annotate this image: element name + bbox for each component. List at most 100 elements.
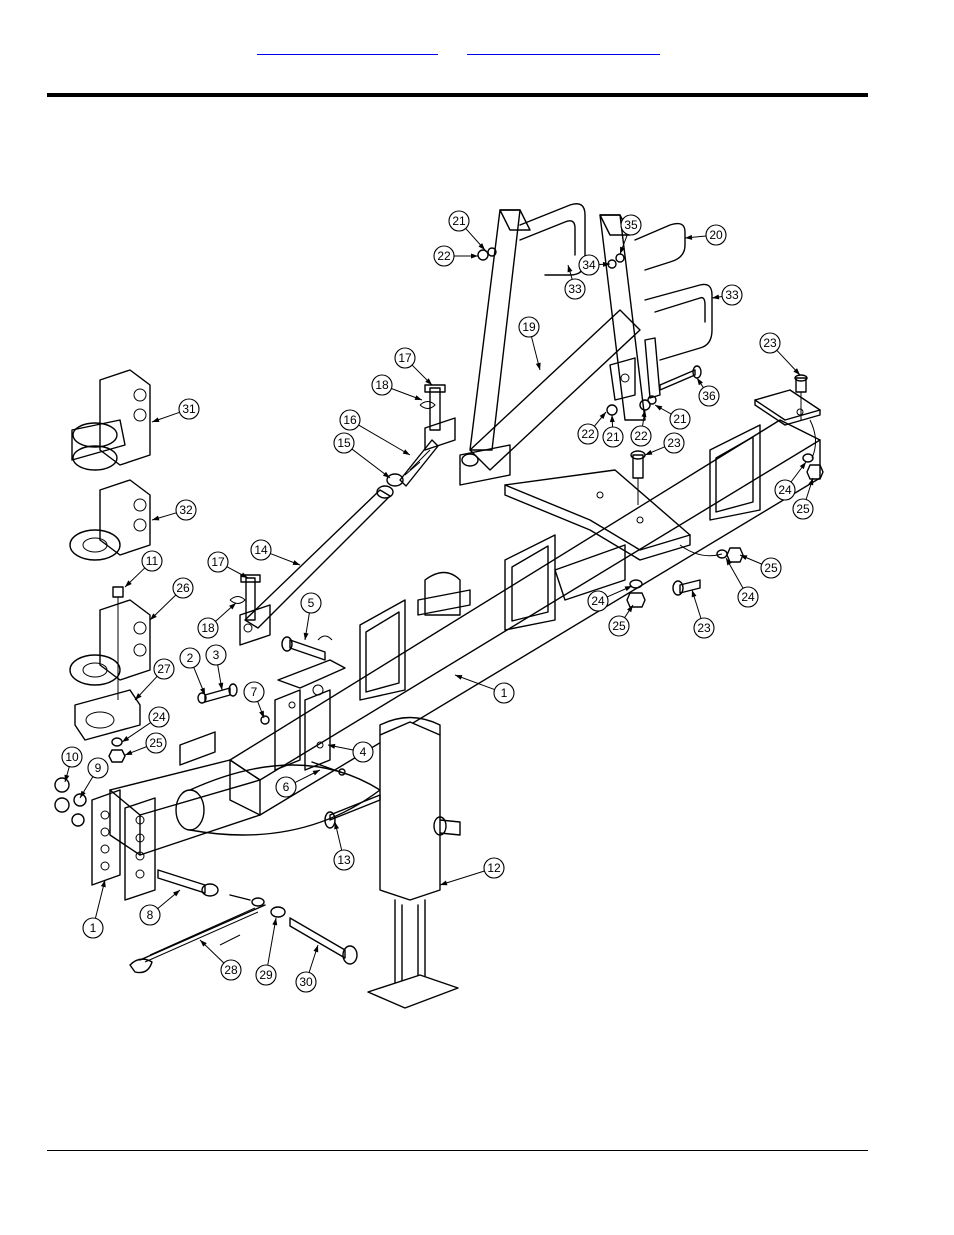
callout-22: 22 bbox=[433, 245, 478, 267]
callout-circle bbox=[577, 423, 599, 445]
callout-circle bbox=[197, 617, 219, 639]
callout-arrowhead bbox=[259, 710, 264, 718]
callout-5: 5 bbox=[300, 592, 322, 641]
callout-29: 29 bbox=[255, 917, 278, 986]
callout-23: 23 bbox=[644, 432, 685, 456]
callout-arrowhead bbox=[602, 261, 610, 267]
callout-arrowhead bbox=[173, 890, 180, 897]
callout-25: 25 bbox=[792, 477, 814, 520]
callout-number: 22 bbox=[634, 429, 648, 443]
callout-number: 25 bbox=[796, 502, 810, 516]
callout-number: 17 bbox=[398, 351, 412, 365]
callout-number: 10 bbox=[65, 750, 79, 764]
callout-arrowhead bbox=[641, 410, 647, 418]
callout-circle bbox=[394, 347, 416, 369]
callout-arrowhead bbox=[799, 462, 806, 470]
callout-24: 24 bbox=[587, 585, 633, 612]
callout-number: 24 bbox=[591, 594, 605, 608]
callout-arrowhead bbox=[478, 243, 485, 250]
callout-31: 31 bbox=[151, 398, 200, 423]
callout-25: 25 bbox=[739, 554, 782, 579]
header-rule bbox=[47, 93, 868, 97]
callout-arrowhead bbox=[240, 572, 248, 578]
callout-arrowhead bbox=[100, 880, 106, 888]
callout-circle bbox=[578, 254, 600, 276]
callout-arrowhead bbox=[740, 555, 748, 561]
callout-21: 21 bbox=[654, 404, 691, 430]
callout-arrowhead bbox=[334, 822, 340, 830]
callout-number: 23 bbox=[667, 436, 681, 450]
callout-11: 11 bbox=[124, 550, 163, 588]
callout-number: 2 bbox=[187, 651, 194, 665]
callout-8: 8 bbox=[139, 889, 181, 926]
callout-19: 19 bbox=[518, 316, 541, 371]
callout-number: 23 bbox=[763, 336, 777, 350]
callout-arrowhead bbox=[125, 750, 133, 755]
callout-number: 28 bbox=[224, 963, 238, 977]
callout-15: 15 bbox=[333, 432, 391, 479]
callout-number: 7 bbox=[251, 685, 258, 699]
callout-circle bbox=[602, 426, 624, 448]
callout-22: 22 bbox=[630, 409, 652, 447]
callout-18: 18 bbox=[197, 602, 237, 639]
callout-circle bbox=[705, 224, 727, 246]
callout-number: 24 bbox=[778, 483, 792, 497]
header-link-2[interactable] bbox=[467, 40, 660, 55]
callout-number: 30 bbox=[299, 975, 313, 989]
callout-circle bbox=[352, 741, 374, 763]
callout-circle bbox=[255, 964, 277, 986]
callout-circle bbox=[178, 398, 200, 420]
callout-number: 20 bbox=[709, 228, 723, 242]
callout-14: 14 bbox=[250, 539, 301, 566]
callout-circle bbox=[333, 432, 355, 454]
callout-number: 18 bbox=[201, 621, 215, 635]
callout-26: 26 bbox=[149, 577, 194, 621]
callout-number: 35 bbox=[624, 218, 638, 232]
callout-number: 25 bbox=[612, 619, 626, 633]
callout-arrowhead bbox=[122, 736, 130, 742]
callout-circle bbox=[564, 278, 586, 300]
callout-number: 8 bbox=[147, 908, 154, 922]
callout-leader bbox=[439, 870, 485, 886]
callout-number: 23 bbox=[697, 621, 711, 635]
callout-6: 6 bbox=[275, 769, 321, 798]
callout-30: 30 bbox=[295, 944, 319, 993]
callout-32: 32 bbox=[151, 499, 197, 521]
callout-1: 1 bbox=[82, 879, 106, 939]
callout-35: 35 bbox=[619, 214, 642, 255]
callout-circle bbox=[693, 617, 715, 639]
callout-number: 3 bbox=[213, 648, 220, 662]
callout-arrowhead bbox=[229, 603, 236, 610]
callout-number: 17 bbox=[211, 555, 225, 569]
callout-13: 13 bbox=[333, 821, 355, 871]
callout-circle bbox=[339, 409, 361, 431]
callout-arrowhead bbox=[312, 770, 320, 776]
callout-33: 33 bbox=[711, 284, 743, 306]
callout-number: 36 bbox=[702, 389, 716, 403]
footer-rule bbox=[47, 1150, 868, 1151]
callout-25: 25 bbox=[608, 604, 634, 637]
callout-17: 17 bbox=[394, 347, 433, 386]
callout-number: 22 bbox=[437, 249, 451, 263]
callout-circle bbox=[82, 917, 104, 939]
callout-number: 15 bbox=[337, 436, 351, 450]
callout-circle bbox=[448, 210, 470, 232]
callout-arrowhead bbox=[808, 478, 814, 486]
callout-number: 6 bbox=[283, 780, 290, 794]
callout-arrowhead bbox=[609, 415, 615, 423]
callout-circle bbox=[141, 550, 163, 572]
callout-number: 14 bbox=[254, 543, 268, 557]
callout-18: 18 bbox=[371, 374, 423, 401]
callout-arrowhead bbox=[152, 515, 160, 521]
callout-circle bbox=[205, 644, 227, 666]
callout-arrowhead bbox=[135, 693, 142, 700]
header-link-1[interactable] bbox=[257, 40, 438, 55]
callout-circle bbox=[87, 757, 109, 779]
callout-leader bbox=[267, 917, 277, 966]
callout-circle bbox=[792, 498, 814, 520]
callout-arrowhead bbox=[402, 449, 410, 455]
diagram-linework bbox=[54, 203, 824, 1009]
callout-number: 21 bbox=[673, 412, 687, 426]
callout-circle bbox=[493, 682, 515, 704]
